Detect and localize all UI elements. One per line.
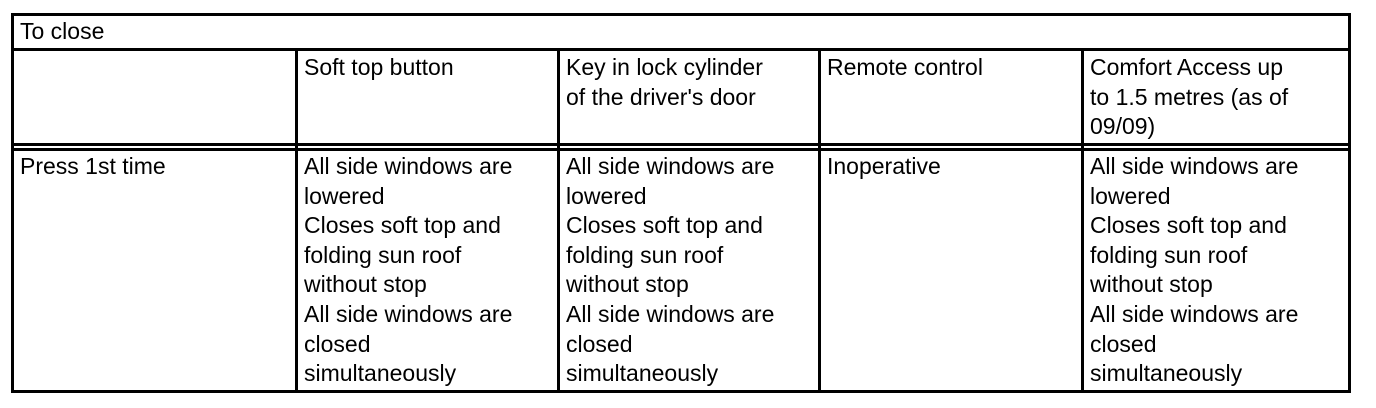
table-separator-row: [11, 143, 1352, 151]
header-cell-soft-top-button: Soft top button: [295, 48, 560, 146]
table-title: To close: [10, 13, 1352, 51]
header-cell-comfort-access: Comfort Access up to 1.5 metres (as of 0…: [1080, 48, 1352, 146]
header-cell-empty: [11, 48, 298, 146]
cell-remote-control: Inoperative: [818, 148, 1084, 393]
cell-comfort-access: All side windows are lowered Closes soft…: [1080, 148, 1352, 393]
table-row: Press 1st time All side windows are lowe…: [11, 148, 1352, 393]
table-title-row: To close: [10, 13, 1352, 51]
cell-key-in-lock: All side windows are lowered Closes soft…: [557, 148, 821, 393]
header-cell-remote-control: Remote control: [818, 48, 1084, 146]
header-cell-key-in-lock: Key in lock cylinder of the driver's doo…: [557, 48, 821, 146]
cell-soft-top-button: All side windows are lowered Closes soft…: [295, 148, 560, 393]
procedure-table: To close Soft top button Key in lock cyl…: [10, 13, 1352, 393]
table-header-row: Soft top button Key in lock cylinder of …: [11, 48, 1352, 146]
row-label: Press 1st time: [11, 148, 298, 393]
